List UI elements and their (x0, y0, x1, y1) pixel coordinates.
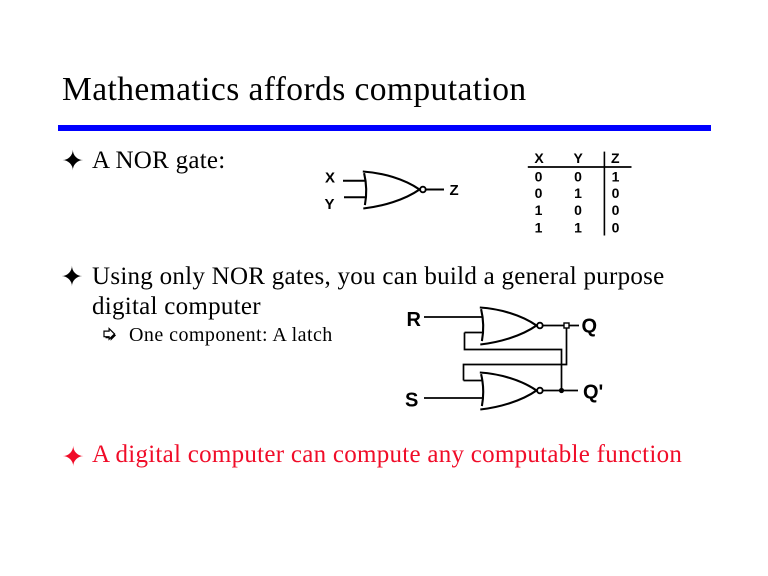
wire-feedback-q-to-nor2 (462, 325, 568, 381)
sub-bullet-arrow-icon (103, 327, 117, 347)
junction-square (563, 322, 570, 329)
truth-table-header: X (534, 150, 544, 166)
nor-gate-symbol (478, 371, 544, 411)
bullet-digital-computer: A digital computer can compute any compu… (92, 441, 683, 469)
truth-table-cell: 0 (612, 185, 620, 201)
bullet-star-icon: ✦ (61, 146, 85, 178)
nor-input-x-label: X (325, 170, 335, 187)
truth-table-cell: 1 (535, 219, 543, 235)
truth-table-header: Y (574, 150, 584, 166)
truth-table-cell: 1 (535, 202, 543, 218)
truth-table-cell: 0 (612, 202, 620, 218)
truth-table-cell: 0 (535, 168, 543, 184)
truth-table-header: Z (611, 150, 620, 166)
nor-gate-figure: X Y Z (325, 170, 459, 213)
truth-table: X Y Z 0 0 1 0 1 0 1 0 0 1 1 0 (527, 150, 632, 236)
nor-input-y-label: Y (325, 196, 335, 213)
latch-s-label: S (405, 390, 418, 412)
bullet-star-icon: ✦ (61, 441, 85, 473)
title-underline-rule (58, 124, 711, 131)
nor-output-z-label: Z (450, 182, 459, 199)
sr-latch-figure: R S Q Q' (405, 306, 603, 412)
truth-table-cell: 0 (574, 168, 582, 184)
nor-gate-symbol (478, 306, 544, 346)
latch-q-label: Q (582, 316, 598, 338)
bullet-using-nor-gates: Using only NOR gates, you can build a ge… (92, 262, 665, 321)
latch-q-prime-label: Q' (583, 381, 603, 403)
truth-table-cell: 0 (535, 185, 543, 201)
latch-r-label: R (407, 309, 422, 331)
truth-table-cell: 1 (612, 168, 620, 184)
truth-table-cell: 0 (574, 202, 582, 218)
nor-gate-symbol (361, 170, 427, 210)
bullet-nor-gate: A NOR gate: (92, 147, 226, 175)
truth-table-cell: 1 (574, 185, 582, 201)
wire-feedback-qprime-to-nor1 (463, 332, 563, 391)
truth-table-cell: 0 (612, 219, 620, 235)
sub-bullet-one-component: One component: A latch (129, 323, 333, 346)
junction-dot (558, 387, 565, 394)
truth-table-cell: 1 (574, 219, 582, 235)
bullet-star-icon: ✦ (60, 262, 84, 294)
slide-title: Mathematics affords computation (62, 71, 527, 109)
